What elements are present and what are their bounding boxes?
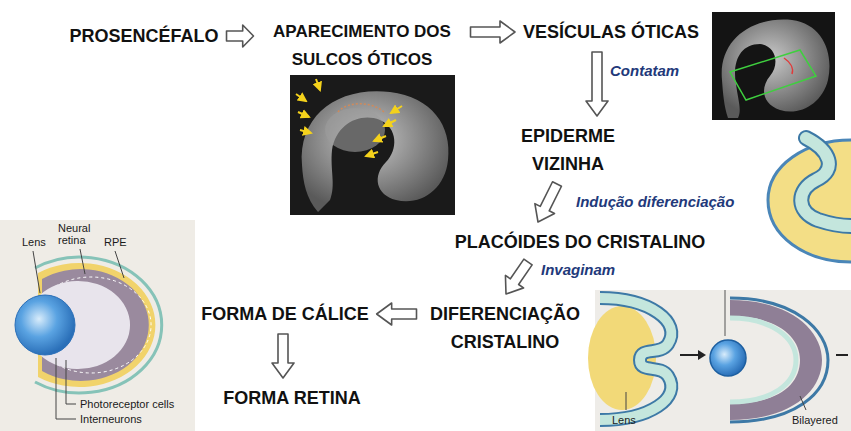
leader-line: [66, 360, 76, 404]
hollow-arrow: [227, 25, 254, 47]
placode-band: [801, 138, 851, 226]
figure-label: Lens: [612, 414, 636, 426]
hollow-arrow: [505, 259, 532, 294]
yellow-arrow: [300, 130, 311, 133]
divider-line: [725, 290, 726, 336]
section-plane: [730, 50, 816, 100]
lens-vesicle: [710, 340, 746, 376]
stage-label: VESÍCULAS ÓTICAS: [521, 18, 701, 46]
leader-line: [626, 392, 627, 410]
node-text: PROSENCÉFALO: [69, 22, 218, 50]
yellow-arrow: [316, 79, 320, 90]
edge-label: Contatam: [610, 62, 679, 80]
yellow-arrow: [298, 112, 309, 117]
figure-label: Interneurons: [80, 413, 142, 425]
stage-label: APARECIMENTO DOS SULCOS ÓTICOS: [260, 18, 465, 74]
yellow-arrow: [391, 106, 402, 113]
figure-label: Bilayered: [792, 414, 838, 426]
sem-ground: [290, 75, 455, 215]
vesicle-outline: [768, 140, 851, 262]
cup-cartoon: [588, 290, 851, 431]
hollow-arrow: [586, 52, 608, 116]
sem-embryo-sulci: [290, 75, 455, 215]
stage-label: DIFERENCIAÇÃO CRISTALINO: [423, 300, 588, 356]
leader-line: [115, 251, 124, 278]
vesicle-mark: [784, 58, 793, 74]
figure-label: RPE: [104, 236, 127, 248]
sem-embryo-vesicle: [712, 12, 835, 120]
cup-band-edge: [600, 298, 671, 420]
lens: [15, 295, 75, 355]
stage-label: FORMA RETINA: [221, 384, 362, 412]
embryo-body: [302, 91, 449, 212]
hollow-arrow: [272, 334, 294, 378]
yellow-arrow: [296, 94, 306, 101]
node-text: FORMA RETINA: [223, 384, 360, 412]
leader-line: [56, 358, 76, 419]
node-text: VESÍCULAS ÓTICAS: [523, 18, 699, 46]
stage-arrow: [680, 354, 698, 356]
stage-label: FORMA DE CÁLICE: [199, 300, 370, 328]
cup-band: [600, 298, 671, 420]
yellow-arrow: [374, 136, 386, 141]
sulcus-outline: [338, 104, 384, 112]
leader-line: [800, 396, 806, 410]
hollow-arrow: [535, 182, 562, 222]
sem-ground: [712, 12, 835, 120]
embryo-body: [722, 20, 830, 118]
figure-label: Neural retina: [58, 222, 100, 246]
eye-cartoon: [0, 220, 195, 431]
hollow-arrow: [471, 21, 515, 43]
stage-label: EPIDERME VIZINHA: [498, 122, 638, 178]
vesicle-fill: [768, 140, 851, 262]
placode-band-edge: [801, 138, 851, 226]
hollow-arrow: [377, 303, 417, 325]
node-text: DIFERENCIAÇÃO CRISTALINO: [425, 300, 586, 356]
placode-cartoon: [768, 138, 851, 262]
figure-label: Lens: [22, 236, 46, 248]
leader-line: [33, 251, 40, 293]
node-text: FORMA DE CÁLICE: [201, 300, 368, 328]
node-text: PLACÓIDES DO CRISTALINO: [455, 228, 706, 256]
stage-label: PLACÓIDES DO CRISTALINO: [453, 228, 708, 256]
embryo-head: [325, 108, 385, 152]
cartoon-ground: [0, 220, 195, 431]
edge-label: Indução diferenciação: [576, 193, 734, 211]
stage-arrow-head: [698, 350, 706, 360]
stage-arrow: [836, 354, 848, 356]
figure-label: Photoreceptor cells: [80, 398, 174, 410]
node-text: EPIDERME VIZINHA: [500, 122, 636, 178]
yellow-arrow: [384, 120, 396, 126]
edge-label: Invaginam: [541, 261, 615, 279]
yellow-arrow: [366, 152, 378, 156]
leader-line: [80, 249, 85, 274]
node-text: APARECIMENTO DOS SULCOS ÓTICOS: [262, 18, 463, 74]
stage-label: PROSENCÉFALO: [67, 22, 220, 50]
